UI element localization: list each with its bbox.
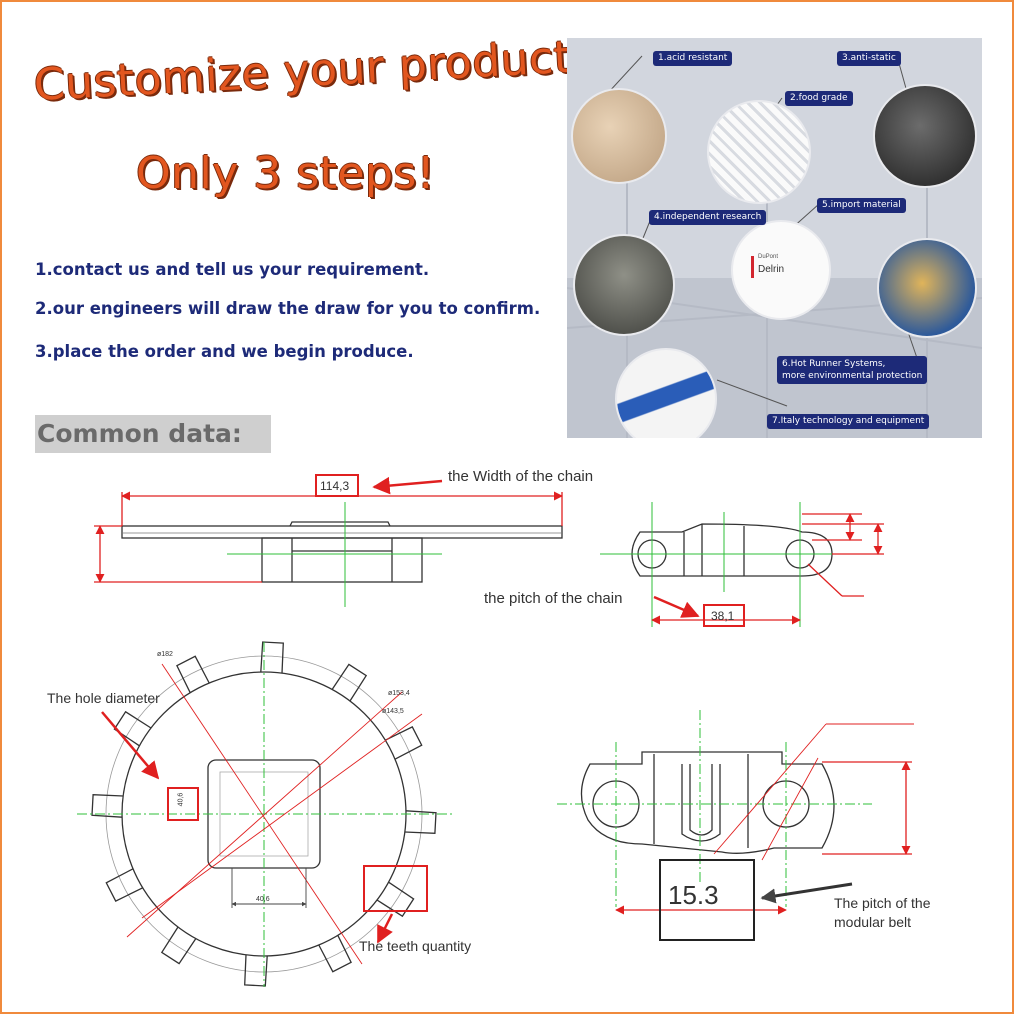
import-material-photo: DuPont Delrin	[731, 220, 831, 320]
feature-independent-research: 4.independent research	[649, 210, 767, 225]
teeth-quantity-label: The teeth quantity	[359, 938, 472, 954]
sprocket-tooth	[404, 810, 437, 834]
width-label: the Width of the chain	[448, 468, 594, 485]
belt-dimensions	[615, 723, 914, 915]
feature-hot-runner-line2: more environmental protection	[782, 371, 923, 381]
sprocket-tooth	[318, 935, 352, 973]
chain-side-view	[121, 521, 563, 583]
belt-centerlines	[557, 710, 872, 907]
sprocket-callouts	[101, 711, 428, 944]
sprocket-tooth	[376, 881, 415, 918]
hot-runner-photo	[877, 238, 977, 338]
sprocket-tooth	[91, 794, 124, 818]
brand-bar	[751, 256, 754, 278]
sprocket-dims	[231, 868, 307, 908]
width-dimension	[94, 474, 563, 583]
dim-outer-diameter: ø182	[157, 651, 173, 658]
dim-root-diameter: ø143,5	[382, 708, 404, 715]
feature-italy-technology: 7.Italy technology and equipment	[767, 414, 930, 429]
feature-hot-runner: 6.Hot Runner Systems, more environmental…	[777, 356, 928, 384]
width-value: 114,3	[320, 479, 350, 493]
italy-technology-photo	[615, 348, 717, 438]
anti-static-photo	[873, 84, 977, 188]
feature-collage: DuPont Delrin 1.acid resistant 2.food gr…	[567, 38, 982, 438]
sprocket-tooth	[244, 954, 268, 987]
sprocket-tooth	[176, 655, 210, 693]
sprocket-tooth	[113, 710, 152, 747]
title-line-2: Only 3 steps!	[136, 148, 435, 199]
dim-bore-width: 40,6	[256, 896, 270, 903]
feature-hot-runner-line1: 6.Hot Runner Systems,	[782, 359, 886, 369]
feature-food-grade: 2.food grade	[785, 91, 853, 106]
common-data-heading: Common data:	[35, 415, 271, 453]
feature-import-material: 5.import material	[817, 198, 906, 213]
pitch-value: 38,1	[711, 609, 735, 623]
belt-pitch-label-1: The pitch of the	[834, 895, 931, 911]
independent-research-photo	[573, 234, 675, 336]
food-grade-photo	[707, 100, 811, 204]
brand-name: DuPont	[758, 254, 779, 260]
feature-anti-static: 3.anti-static	[837, 51, 901, 66]
pitch-label: the pitch of the chain	[484, 590, 623, 607]
belt-module-drawing	[580, 751, 835, 854]
sprocket-tooth	[385, 726, 423, 760]
belt-pitch-arrow	[760, 882, 853, 904]
sprocket-construction-lines	[126, 663, 423, 965]
chain-side-centerlines	[227, 502, 442, 607]
sprocket-tooth	[260, 641, 284, 674]
hole-diameter-label: The hole diameter	[47, 690, 160, 706]
step-3: 3.place the order and we begin produce.	[35, 342, 414, 361]
brand-product: Delrin	[758, 264, 785, 275]
sprocket-tooth	[160, 926, 197, 965]
feature-acid-resistant: 1.acid resistant	[653, 51, 733, 66]
dim-pitch-diameter: ø153,4	[388, 690, 410, 697]
dim-bore-height: 40,6	[177, 792, 185, 807]
pitch-dimension	[651, 513, 884, 627]
belt-pitch-value: 15.3	[668, 880, 719, 910]
chain-top-view	[631, 523, 833, 577]
belt-pitch-label-2: modular belt	[834, 914, 912, 930]
sprocket-tooth	[331, 663, 368, 702]
sprocket-tooth	[105, 868, 143, 902]
step-2: 2.our engineers will draw the draw for y…	[35, 299, 541, 318]
acid-resistant-photo	[571, 88, 667, 184]
step-1: 1.contact us and tell us your requiremen…	[35, 260, 430, 279]
belt-pitch-box	[659, 859, 755, 941]
